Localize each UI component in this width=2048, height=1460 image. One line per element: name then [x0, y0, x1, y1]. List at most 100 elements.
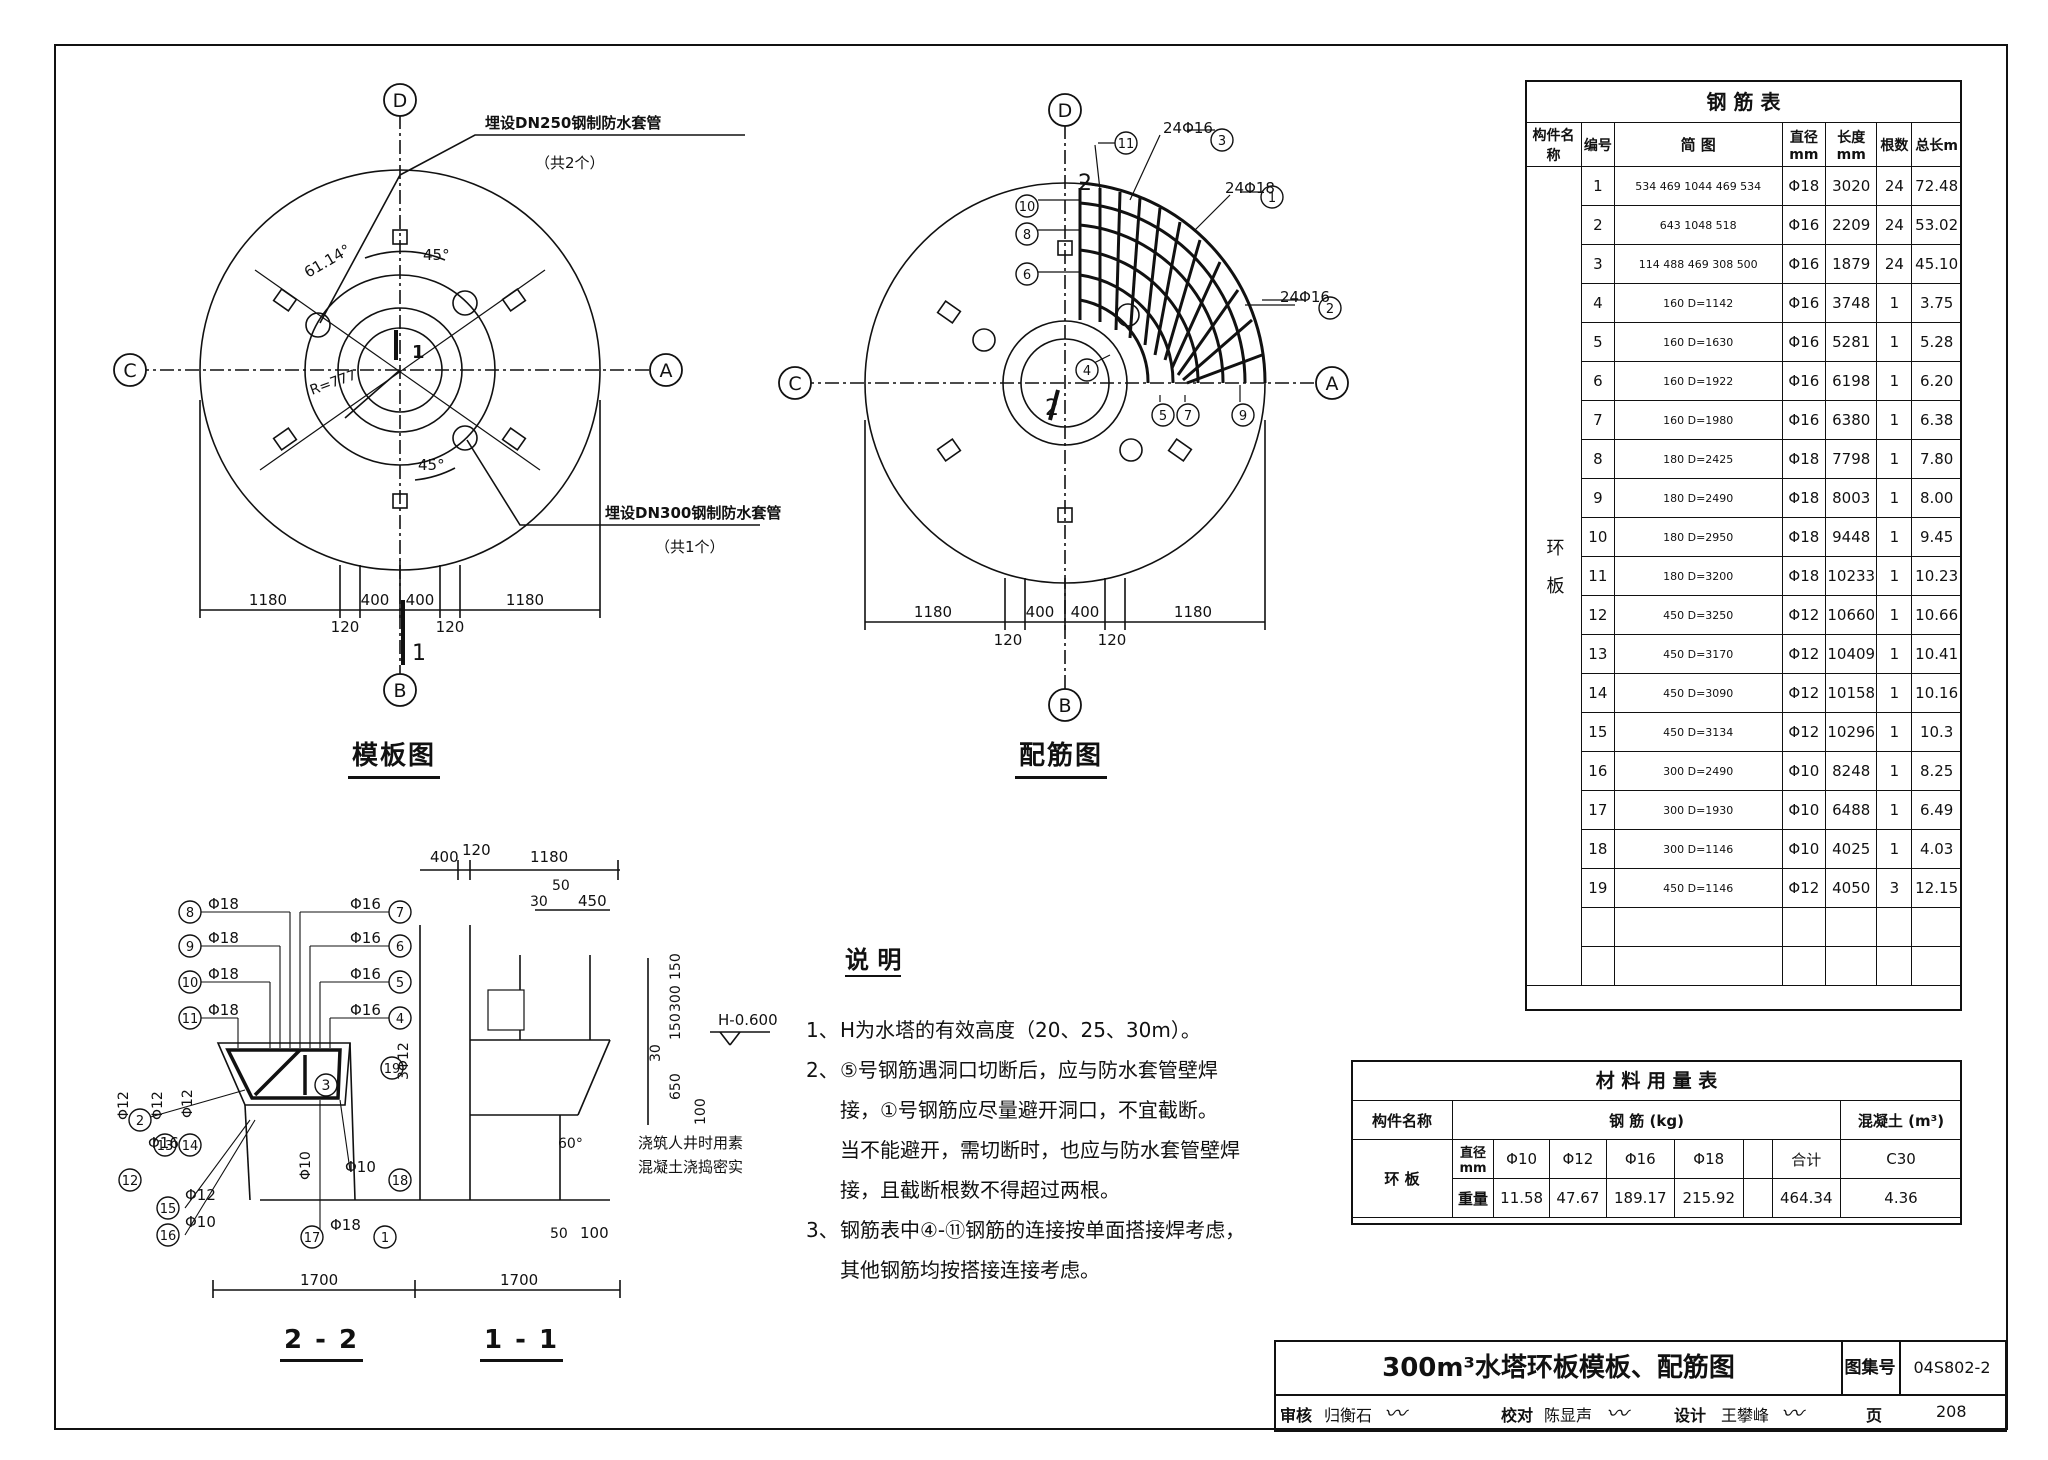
- col-header: 直径mm: [1781, 122, 1827, 167]
- mat-weight: 47.67: [1549, 1178, 1607, 1218]
- bar-count: 1: [1876, 322, 1913, 362]
- section-mark: 1: [412, 342, 425, 363]
- bar-dia: Φ12: [150, 1091, 166, 1120]
- bar-number: 2: [1580, 205, 1615, 245]
- bar-number: 6: [1580, 361, 1615, 401]
- mat-concrete-grade: C30: [1840, 1139, 1962, 1179]
- formwork-caption: 模板图: [348, 735, 441, 779]
- checker-signature: 〰: [1606, 1402, 1629, 1427]
- bar-number: 18: [1580, 829, 1615, 869]
- dim-label: 100: [580, 1224, 609, 1242]
- bar-shape: 180 D=2425: [1613, 439, 1783, 479]
- empty-cell: [1876, 907, 1913, 947]
- bar-shape: 180 D=3200: [1613, 556, 1783, 596]
- mat-header: 钢 筋 (kg): [1452, 1100, 1841, 1140]
- bar-dia: Φ18: [208, 929, 239, 947]
- dim-label: 120: [1098, 631, 1127, 649]
- bar-length: 7798: [1824, 439, 1878, 479]
- col-header: 总长m: [1911, 122, 1962, 167]
- concrete-note: 浇筑人井时用素: [638, 1134, 743, 1152]
- title-block: 300m³水塔环板模板、配筋图 图集号 04S802-2 审核 归衡石 〰 校对…: [1274, 1340, 2007, 1432]
- mat-weight: 215.92: [1674, 1178, 1744, 1218]
- component-name: 环板: [1525, 166, 1582, 986]
- bar-number: 4: [1580, 283, 1615, 323]
- bar-total-length: 9.45: [1911, 517, 1962, 557]
- bar-count: 24: [1876, 205, 1913, 245]
- concrete-note: 混凝土浇捣密实: [638, 1158, 743, 1176]
- note-line: 其他钢筋均按搭接连接考虑。: [840, 1258, 1100, 1282]
- dim-label: 400: [430, 848, 459, 866]
- bar-mark: 16: [160, 1229, 177, 1244]
- bar-number: 15: [1580, 712, 1615, 752]
- bar-dia: Φ16: [350, 929, 381, 947]
- bar-number: 14: [1580, 673, 1615, 713]
- rebar-label: 24Φ16: [1163, 119, 1213, 137]
- bar-mark: 13: [157, 1139, 174, 1154]
- bar-length: 8003: [1824, 478, 1878, 518]
- mat-concrete-volume: 4.36: [1840, 1178, 1962, 1218]
- bar-count: 1: [1876, 712, 1913, 752]
- bar-count: 3: [1876, 868, 1913, 908]
- drawing-frame: [54, 44, 2008, 1430]
- bar-length: 6380: [1824, 400, 1878, 440]
- bar-mark: 10: [182, 976, 199, 991]
- bar-length: 4025: [1824, 829, 1878, 869]
- check-label: 校对: [1501, 1406, 1534, 1425]
- empty-cell: [1911, 907, 1962, 947]
- bar-total-length: 8.00: [1911, 478, 1962, 518]
- bar-shape: 160 D=1630: [1613, 322, 1783, 362]
- bar-mark: 9: [1239, 409, 1247, 424]
- checker-name: 陈显声: [1544, 1406, 1593, 1425]
- bar-number: 17: [1580, 790, 1615, 830]
- bar-diameter: Φ16: [1781, 400, 1827, 440]
- bar-count: 1: [1876, 478, 1913, 518]
- bar-diameter: Φ12: [1781, 868, 1827, 908]
- section-mark: 2: [1078, 171, 1092, 196]
- elevation-label: H-0.600: [718, 1011, 778, 1029]
- bar-shape: 160 D=1922: [1613, 361, 1783, 401]
- note-line: 钢筋表中④-⑪钢筋的连接按单面搭接焊考虑，: [840, 1218, 1246, 1242]
- bar-dia: Φ18: [208, 965, 239, 983]
- bar-mark: 4: [396, 1012, 404, 1027]
- mat-total-label: 合计: [1771, 1139, 1841, 1179]
- mat-header: 构件名称: [1351, 1100, 1453, 1140]
- bar-mark: 5: [1159, 409, 1167, 424]
- section-mark: 1: [412, 641, 426, 666]
- bar-length: 1879: [1824, 244, 1878, 284]
- dim-label: 150: [668, 953, 684, 980]
- note-number: 1、: [806, 1018, 839, 1042]
- dim-label: 1180: [1174, 603, 1212, 621]
- bar-shape: 450 D=3250: [1613, 595, 1783, 635]
- bar-number: 13: [1580, 634, 1615, 674]
- dim-label: 400: [1071, 603, 1100, 621]
- bar-length: 6198: [1824, 361, 1878, 401]
- dim-label: 120: [994, 631, 1023, 649]
- bar-count: 1: [1876, 595, 1913, 635]
- bar-total-length: 6.38: [1911, 400, 1962, 440]
- axis-a-label: A: [660, 360, 673, 382]
- dim-label: 400: [361, 591, 390, 609]
- mat-weight: 11.58: [1492, 1178, 1551, 1218]
- bar-mark: 14: [182, 1139, 199, 1154]
- bar-number: 5: [1580, 322, 1615, 362]
- bar-count: 1: [1876, 790, 1913, 830]
- bar-mark: 17: [304, 1231, 321, 1246]
- bar-diameter: Φ18: [1781, 556, 1827, 596]
- bar-diameter: Φ12: [1781, 634, 1827, 674]
- bar-mark: 8: [1023, 228, 1031, 243]
- dim-label: 1180: [530, 848, 568, 866]
- bar-total-length: 6.20: [1911, 361, 1962, 401]
- bar-mark: 12: [122, 1174, 139, 1189]
- empty-cell: [1824, 907, 1878, 947]
- bar-dia: Φ18: [208, 895, 239, 913]
